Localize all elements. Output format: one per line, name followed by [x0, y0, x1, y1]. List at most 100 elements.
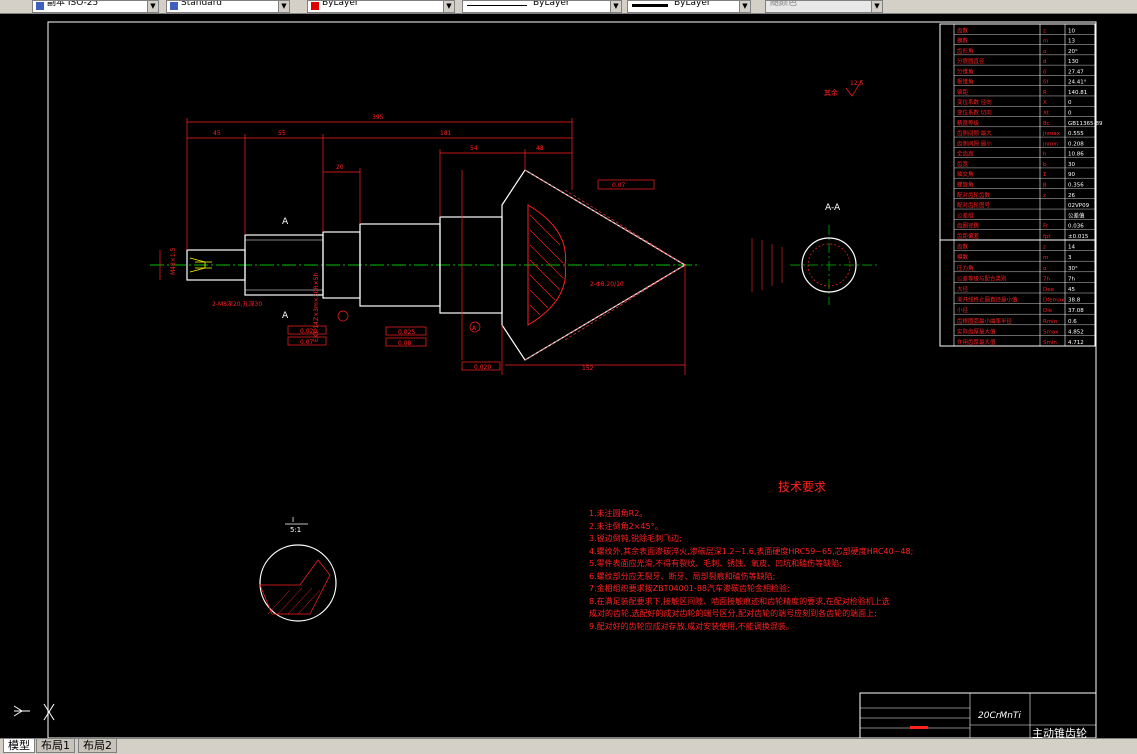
textstyle-icon: [170, 2, 178, 10]
table-cell: 分锥角: [957, 67, 974, 75]
table-cell: 渐开线终止圆直径最小值: [957, 296, 1018, 304]
roughness-note: 其余: [824, 88, 838, 97]
shaft-outline: [186, 169, 687, 361]
table-cell: 配对齿轮齿数: [957, 191, 991, 199]
roughness-symbol: [845, 79, 863, 97]
table-cell: 变位系数 径向: [957, 98, 992, 106]
chevron-down-icon[interactable]: ▼: [610, 1, 621, 12]
table-cell: 齿数: [957, 26, 969, 34]
table-cell: 轴交角: [957, 170, 974, 178]
table-cell: 作用齿厚最大值: [957, 338, 996, 346]
title-material: 20CrMnTi: [978, 711, 1021, 721]
lineweight-value: ByLayer: [674, 0, 711, 8]
drawing-border: [47, 21, 1097, 738]
table-cell: β: [1043, 182, 1047, 188]
linetype-select[interactable]: ByLayer ▼: [462, 0, 622, 13]
dim-54: 54: [470, 145, 478, 152]
tab-layout2[interactable]: 布局2: [78, 739, 117, 753]
table-cell: jnmin: [1042, 141, 1059, 147]
table-cell: δ: [1043, 69, 1047, 75]
table-cell: 0.208: [1068, 141, 1084, 147]
table-cell: 0.036: [1068, 224, 1084, 230]
table-cell: 配对齿轮图号: [957, 201, 991, 209]
tech-req-line: 7.金相组织要求按ZBT04001-88汽车渗碳齿轮金相检验;: [589, 583, 790, 593]
tech-req-line: 1.未注圆角R2。: [589, 508, 647, 518]
textstyle-select[interactable]: Standard ▼: [166, 0, 290, 13]
detail-circle: [259, 544, 337, 622]
color-value: ByLayer: [322, 0, 359, 8]
detail-hatch-region: [259, 559, 331, 615]
chevron-down-icon[interactable]: ▼: [871, 1, 882, 12]
cut-a-top-label: A: [282, 217, 289, 227]
table-cell: δf: [1043, 80, 1049, 86]
table-cell: 0: [1068, 111, 1072, 117]
chevron-down-icon[interactable]: ▼: [147, 1, 158, 12]
detail-scale-bottom: 5:1: [290, 526, 301, 534]
chevron-down-icon[interactable]: ▼: [278, 1, 289, 12]
drawing-canvas[interactable]: 395 45 55 181 54 48 20 152 2-M8深20,孔深30 …: [0, 14, 1137, 738]
tech-req-line: 8.在满足装配要求下,接触区间隙、啮面接触痕迹和齿轮精度的要求,在配对检验机上选: [589, 596, 890, 606]
table-cell: 26: [1068, 193, 1075, 199]
tech-req-line: 9.配对好的齿轮应成对存放,成对安装使用,不能调换混装。: [589, 621, 794, 631]
table-cell: 0: [1068, 100, 1072, 106]
table-cell: ±0.015: [1068, 234, 1089, 240]
table-cell: Σ: [1043, 172, 1047, 178]
detail-scale-top: I: [292, 516, 294, 524]
tol-5: 0.020: [474, 364, 491, 371]
table-cell: 02VP09: [1068, 203, 1090, 209]
dim-55: 55: [278, 130, 286, 137]
table-cell: 0.6: [1068, 319, 1077, 325]
table-cell: 130: [1068, 59, 1079, 65]
tab-layout1[interactable]: 布局1: [36, 739, 75, 753]
table-cell: 公差组: [957, 211, 974, 219]
detail-hatch: [267, 587, 321, 615]
table-cell: m: [1043, 255, 1048, 261]
datum-b-circle: [337, 310, 349, 322]
table-cell: z: [1043, 28, 1046, 34]
linetype-sample: [467, 5, 527, 6]
dim-181: 181: [440, 130, 452, 137]
datum-a-circle: [469, 321, 481, 333]
table-cell: 4.712: [1068, 340, 1084, 346]
table-cell: 38.8: [1068, 298, 1081, 304]
properties-toolbar: 副本 ISO-25 ▼ Standard ▼ ByLayer ▼ ByLayer…: [0, 0, 1137, 14]
color-select[interactable]: ByLayer ▼: [307, 0, 455, 13]
table-cell: jnmax: [1042, 131, 1061, 137]
table-cell: α: [1043, 49, 1047, 55]
chevron-down-icon[interactable]: ▼: [739, 1, 750, 12]
table-cell: R: [1043, 90, 1047, 96]
table-cell: 30: [1068, 162, 1075, 168]
tech-req-line: 5.零件表面应光滑,不得有裂纹、毛刺、锈蚀、氧皮、凹坑和磕伤等缺陷;: [589, 558, 842, 568]
chevron-down-icon[interactable]: ▼: [443, 1, 454, 12]
table-cell: 14: [1068, 245, 1075, 251]
lineweight-select[interactable]: ByLayer ▼: [627, 0, 751, 13]
table-cell: 压力角: [957, 264, 974, 272]
tech-req-line: 2.未注倒角2×45°。: [589, 521, 663, 531]
spline-section: [801, 237, 857, 293]
roughness-value: 12.5: [850, 80, 864, 87]
table-cell: 齿侧间隙 最小: [957, 139, 992, 147]
cut-a-bottom-label: A: [282, 311, 289, 321]
table-cell: Rmin: [1043, 319, 1058, 325]
table-cell: 模数: [957, 253, 969, 261]
table-cell: 根锥角: [957, 78, 974, 86]
table-cell: 公差等级与配合类别: [957, 274, 1007, 282]
table-cell: b: [1043, 162, 1047, 168]
dimstyle-select[interactable]: 副本 ISO-25 ▼: [32, 0, 159, 13]
layout-tabs: 模型 布局1 布局2: [0, 738, 1137, 754]
table-cell: 实际齿厚最大值: [957, 327, 996, 335]
table-cell: 分度圆直径: [957, 57, 985, 65]
table-cell: GB11365-89: [1068, 121, 1103, 127]
tab-model[interactable]: 模型: [3, 739, 35, 753]
table-cell: 90: [1068, 172, 1075, 178]
spline-inner: [807, 243, 851, 287]
title-part-name: 主动锥齿轮: [1032, 726, 1087, 738]
table-cell: 0.555: [1068, 131, 1084, 137]
table-cell: 锥距: [957, 88, 969, 96]
spline-dims: [751, 238, 783, 292]
lineweight-sample: [632, 4, 668, 7]
linetype-value: ByLayer: [533, 0, 570, 8]
plotstyle-select[interactable]: 随颜色 ▼: [765, 0, 883, 13]
table-cell: 齿侧间隙 最大: [957, 129, 992, 137]
